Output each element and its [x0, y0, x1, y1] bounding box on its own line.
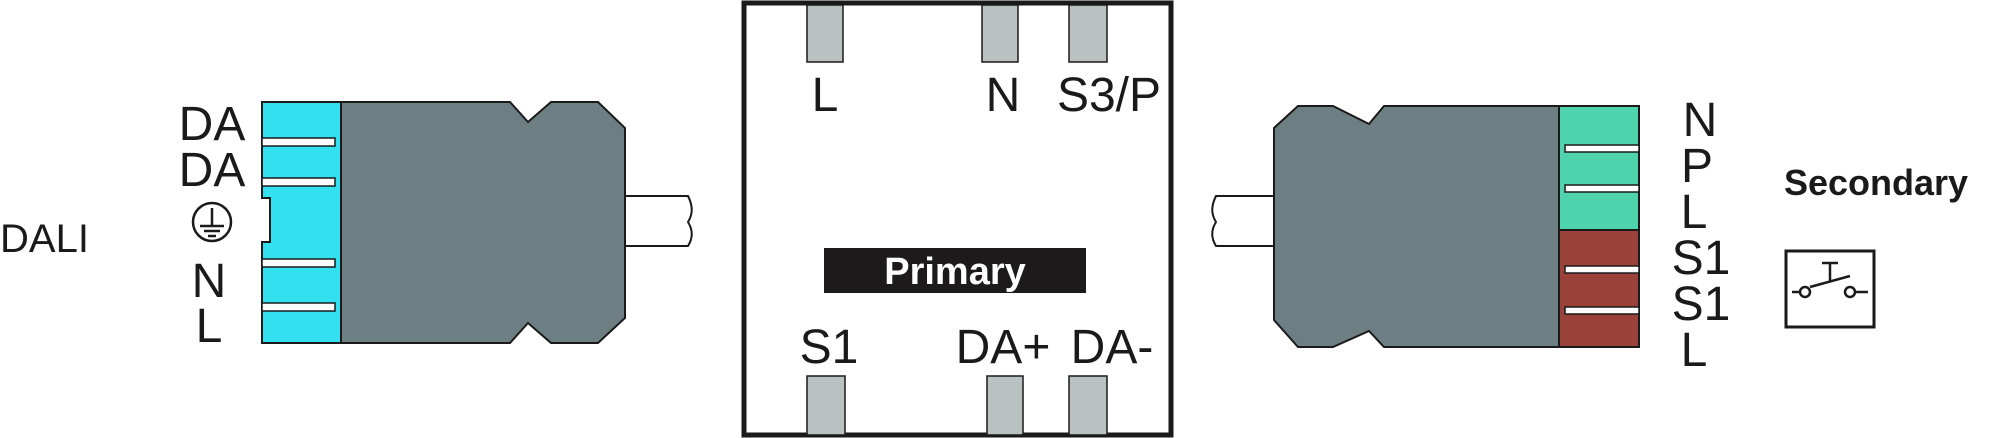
right-pin-label-n: N [1683, 94, 1718, 147]
red-terminal-block [1558, 229, 1640, 348]
right-pin-label-s1-b: S1 [1672, 278, 1731, 331]
right-cable [1211, 195, 1275, 247]
pushbutton-switch-icon [1784, 249, 1876, 329]
green-terminal-slot [1564, 144, 1640, 153]
top-pin-label-n: N [986, 69, 1021, 122]
bottom-pin-s1 [806, 375, 846, 436]
green-terminal-slot [1564, 184, 1640, 193]
green-terminal-block [1558, 105, 1640, 231]
left-connector-housing [340, 101, 626, 344]
center-box: L N S3/P Primary S1 DA+ DA- [741, 0, 1174, 438]
protective-earth-icon [191, 201, 233, 243]
top-pin-label-l: L [812, 69, 839, 122]
left-pin-label-da-1: DA [179, 98, 246, 151]
top-pin-n [981, 4, 1019, 63]
bottom-pin-label-da-minus: DA- [1071, 321, 1154, 374]
secondary-label: Secondary [1784, 162, 1968, 203]
dali-terminal-slot [261, 258, 336, 268]
red-terminal-slot [1564, 265, 1640, 274]
left-pin-label-l: L [196, 300, 223, 353]
dali-terminal-slot [261, 302, 336, 312]
dali-terminal-slot [261, 137, 336, 147]
top-pin-l [806, 4, 844, 63]
top-pin-s3p [1068, 4, 1108, 63]
bottom-pin-da-plus [986, 375, 1024, 436]
right-pin-label-p: P [1681, 140, 1713, 193]
dali-label: DALI [0, 217, 89, 261]
top-pin-label-s3p: S3/P [1057, 69, 1161, 122]
left-connector: DALI DA DA N L [0, 98, 693, 353]
center-box-frame [741, 0, 1174, 438]
right-connector: N P L S1 S1 L Secondary [1211, 94, 1968, 377]
right-pin-label-l-2: L [1681, 324, 1708, 377]
right-pin-label-s1-a: S1 [1672, 232, 1731, 285]
left-pin-label-n: N [192, 255, 227, 308]
primary-label: Primary [884, 251, 1026, 293]
left-cable [624, 195, 693, 247]
red-terminal-slot [1564, 306, 1640, 315]
left-pin-label-da-2: DA [179, 144, 246, 197]
bottom-pin-da-minus [1068, 375, 1108, 436]
right-pin-label-l: L [1681, 186, 1708, 239]
bottom-pin-label-da-plus: DA+ [956, 321, 1051, 374]
primary-label-bar [824, 248, 1086, 293]
dali-terminal-slot [261, 177, 336, 187]
right-connector-housing [1273, 105, 1560, 348]
bottom-pin-label-s1: S1 [800, 321, 859, 374]
